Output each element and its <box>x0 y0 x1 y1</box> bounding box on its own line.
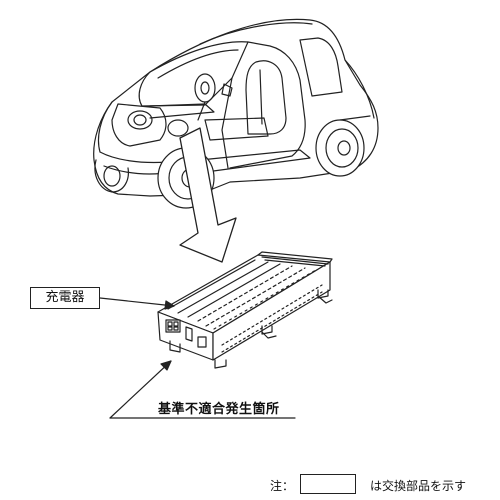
vehicle-illustration <box>93 18 379 209</box>
location-arrow <box>179 127 237 263</box>
charger-unit <box>157 251 333 369</box>
charger-leader-line <box>99 297 175 310</box>
note-prefix: 注： <box>270 479 295 493</box>
defect-location-label: 基準不適合発生箇所 <box>158 402 280 417</box>
charger-label: 充電器 <box>30 287 100 309</box>
defect-leader-line <box>109 360 296 419</box>
note-suffix: は交換部品を示す <box>370 479 467 493</box>
replacement-part-box <box>300 474 356 494</box>
